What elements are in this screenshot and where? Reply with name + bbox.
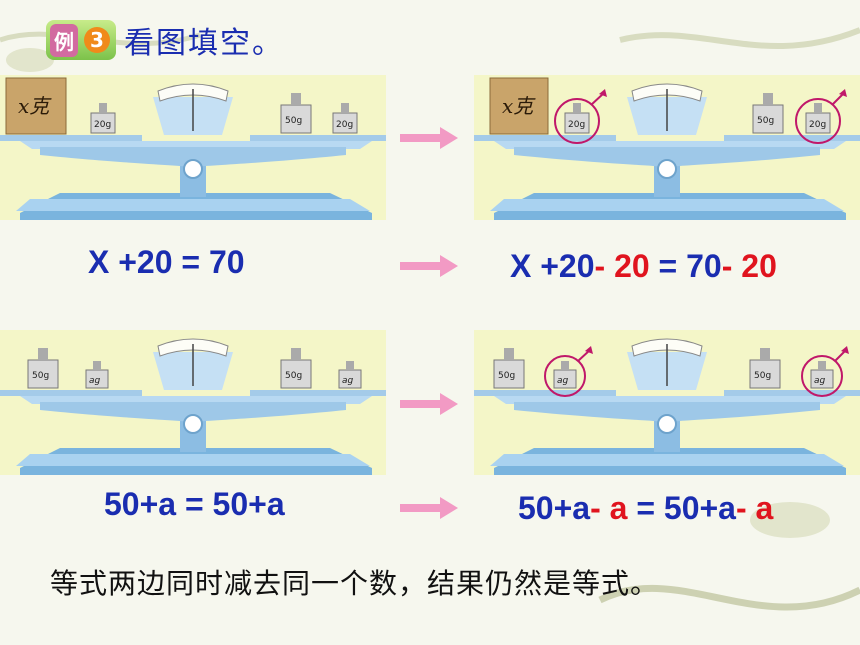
weight-a: ag — [810, 361, 834, 389]
svg-text:50g: 50g — [757, 116, 774, 126]
weight-50g: 50g — [280, 348, 312, 389]
equation-term: 50+a — [518, 490, 591, 526]
removal-circle — [544, 355, 586, 397]
weight-a: ag — [553, 361, 577, 389]
equation-term: = 50+a — [636, 490, 736, 526]
box-label: x克 — [18, 94, 52, 118]
badge-label: 例 — [50, 23, 78, 57]
weight-20g: 20g — [805, 103, 831, 134]
scale-panel-row2-left: 50g ag 50g ag — [0, 330, 386, 475]
weight-50g: 50g — [752, 93, 784, 134]
subtract-term: - a — [590, 490, 628, 526]
arrow-right-icon — [400, 497, 458, 519]
weight-50g: 50g — [27, 348, 59, 389]
subtract-term: - a — [735, 490, 774, 526]
weight-50g: 50g — [749, 348, 781, 389]
removal-circle — [554, 98, 600, 144]
svg-text:50g: 50g — [754, 371, 771, 381]
equation-row2-right: 50+a- a = 50+a- a — [518, 490, 773, 527]
weight-a: ag — [338, 361, 362, 389]
svg-text:ag: ag — [814, 376, 826, 386]
equation-row2-left: 50+a = 50+a — [104, 486, 285, 522]
title-text: 看图填空。 — [124, 26, 284, 61]
svg-text:20g: 20g — [809, 120, 826, 130]
badge-number: 3 — [84, 27, 110, 53]
arrow-right-icon — [400, 393, 458, 415]
svg-text:20g: 20g — [94, 120, 111, 130]
removal-circle — [801, 355, 843, 397]
weight-50g: 50g — [493, 348, 525, 389]
scale-panel-row1-left: x克 20g 50g 20g — [0, 75, 386, 220]
weight-20g: 20g — [90, 103, 116, 134]
svg-text:20g: 20g — [336, 120, 353, 130]
conclusion-text: 等式两边同时减去同一个数，结果仍然是等式。 — [50, 567, 660, 600]
equation-term: X +20 — [510, 248, 595, 284]
example-badge: 例 3 — [46, 20, 116, 60]
example-title: 例 3 看图填空。 — [46, 18, 284, 62]
removal-circle — [795, 98, 841, 144]
scale-panel-row2-right: 50g ag 50g ag — [474, 330, 860, 475]
svg-text:50g: 50g — [285, 371, 302, 381]
arrow-right-icon — [400, 127, 458, 149]
weight-50g: 50g — [280, 93, 312, 134]
arrow-right-icon — [400, 255, 458, 277]
svg-text:ag: ag — [557, 376, 569, 386]
subtract-term: - 20 — [721, 248, 777, 284]
svg-text:20g: 20g — [568, 120, 585, 130]
weight-20g: 20g — [332, 103, 358, 134]
equation-row1-right: X +20- 20 = 70- 20 — [510, 248, 777, 285]
svg-text:ag: ag — [342, 376, 354, 386]
weight-a: ag — [85, 361, 109, 389]
equation-term: = 70 — [658, 248, 722, 284]
svg-text:50g: 50g — [498, 371, 515, 381]
weight-20g: 20g — [564, 103, 590, 134]
svg-text:50g: 50g — [285, 116, 302, 126]
subtract-term: - 20 — [594, 248, 650, 284]
box-label: x克 — [502, 94, 536, 118]
svg-text:50g: 50g — [32, 371, 49, 381]
scale-panel-row1-right: x克 20g 50g 20g — [474, 75, 860, 220]
svg-text:ag: ag — [89, 376, 101, 386]
equation-row1-left: X +20 = 70 — [88, 244, 245, 280]
